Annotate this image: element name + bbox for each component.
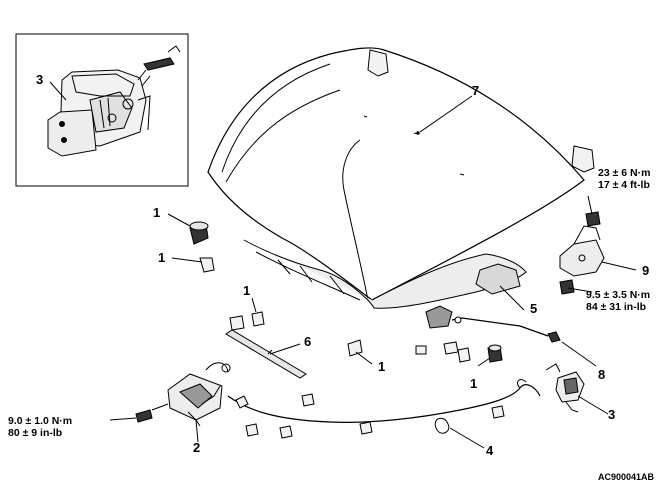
torque-imperial: 84 ± 31 in-lb [586, 301, 647, 313]
clip-pieces [245, 341, 505, 439]
release-cable [227, 379, 541, 434]
figure-code: AC900041AB [598, 472, 655, 482]
callout-1-cap: 1 [158, 250, 166, 265]
callout-1-small: 1 [243, 283, 251, 298]
leader-lines [49, 81, 637, 449]
callout-3-inset: 3 [36, 72, 44, 87]
torque-spec-hinge-lower: 9.5 ± 3.5 N·m 84 ± 31 in-lb [586, 289, 650, 313]
callout-9: 9 [642, 263, 650, 278]
callout-2: 2 [193, 440, 201, 455]
torque-spec-hinge-upper: 23 ± 6 N·m 17 ± 4 ft-lb [598, 167, 650, 191]
callout-1-upper: 1 [153, 205, 161, 220]
hood-support-rod [225, 329, 307, 379]
callout-5: 5 [530, 301, 538, 316]
torque-metric: 9.5 ± 3.5 N·m [586, 289, 651, 301]
bumper-cap [199, 257, 215, 273]
callout-6: 6 [304, 334, 312, 349]
callout-1-center: 1 [378, 359, 386, 374]
bumper-upper [189, 221, 209, 245]
bumper-right [487, 344, 503, 363]
torque-imperial: 17 ± 4 ft-lb [598, 179, 650, 191]
callout-8: 8 [598, 367, 606, 382]
inset-latch-detail [47, 45, 181, 157]
callout-4: 4 [486, 443, 494, 458]
torque-metric: 23 ± 6 N·m [598, 167, 651, 179]
release-handle [545, 363, 585, 413]
callout-7: 7 [472, 83, 480, 98]
hood-hinge [559, 211, 605, 295]
hood-latch [135, 362, 231, 427]
hood-panel [207, 47, 595, 329]
inset-frame [15, 33, 189, 187]
torque-spec-latch: 9.0 ± 1.0 N·m 80 ± 9 in-lb [8, 415, 72, 439]
bumper-center [347, 339, 363, 357]
callout-1-right: 1 [470, 376, 478, 391]
bumper-small [229, 311, 265, 331]
callout-3-right: 3 [608, 407, 616, 422]
secondary-cable [451, 316, 561, 343]
torque-imperial: 80 ± 9 in-lb [8, 427, 63, 439]
torque-metric: 9.0 ± 1.0 N·m [8, 415, 73, 427]
